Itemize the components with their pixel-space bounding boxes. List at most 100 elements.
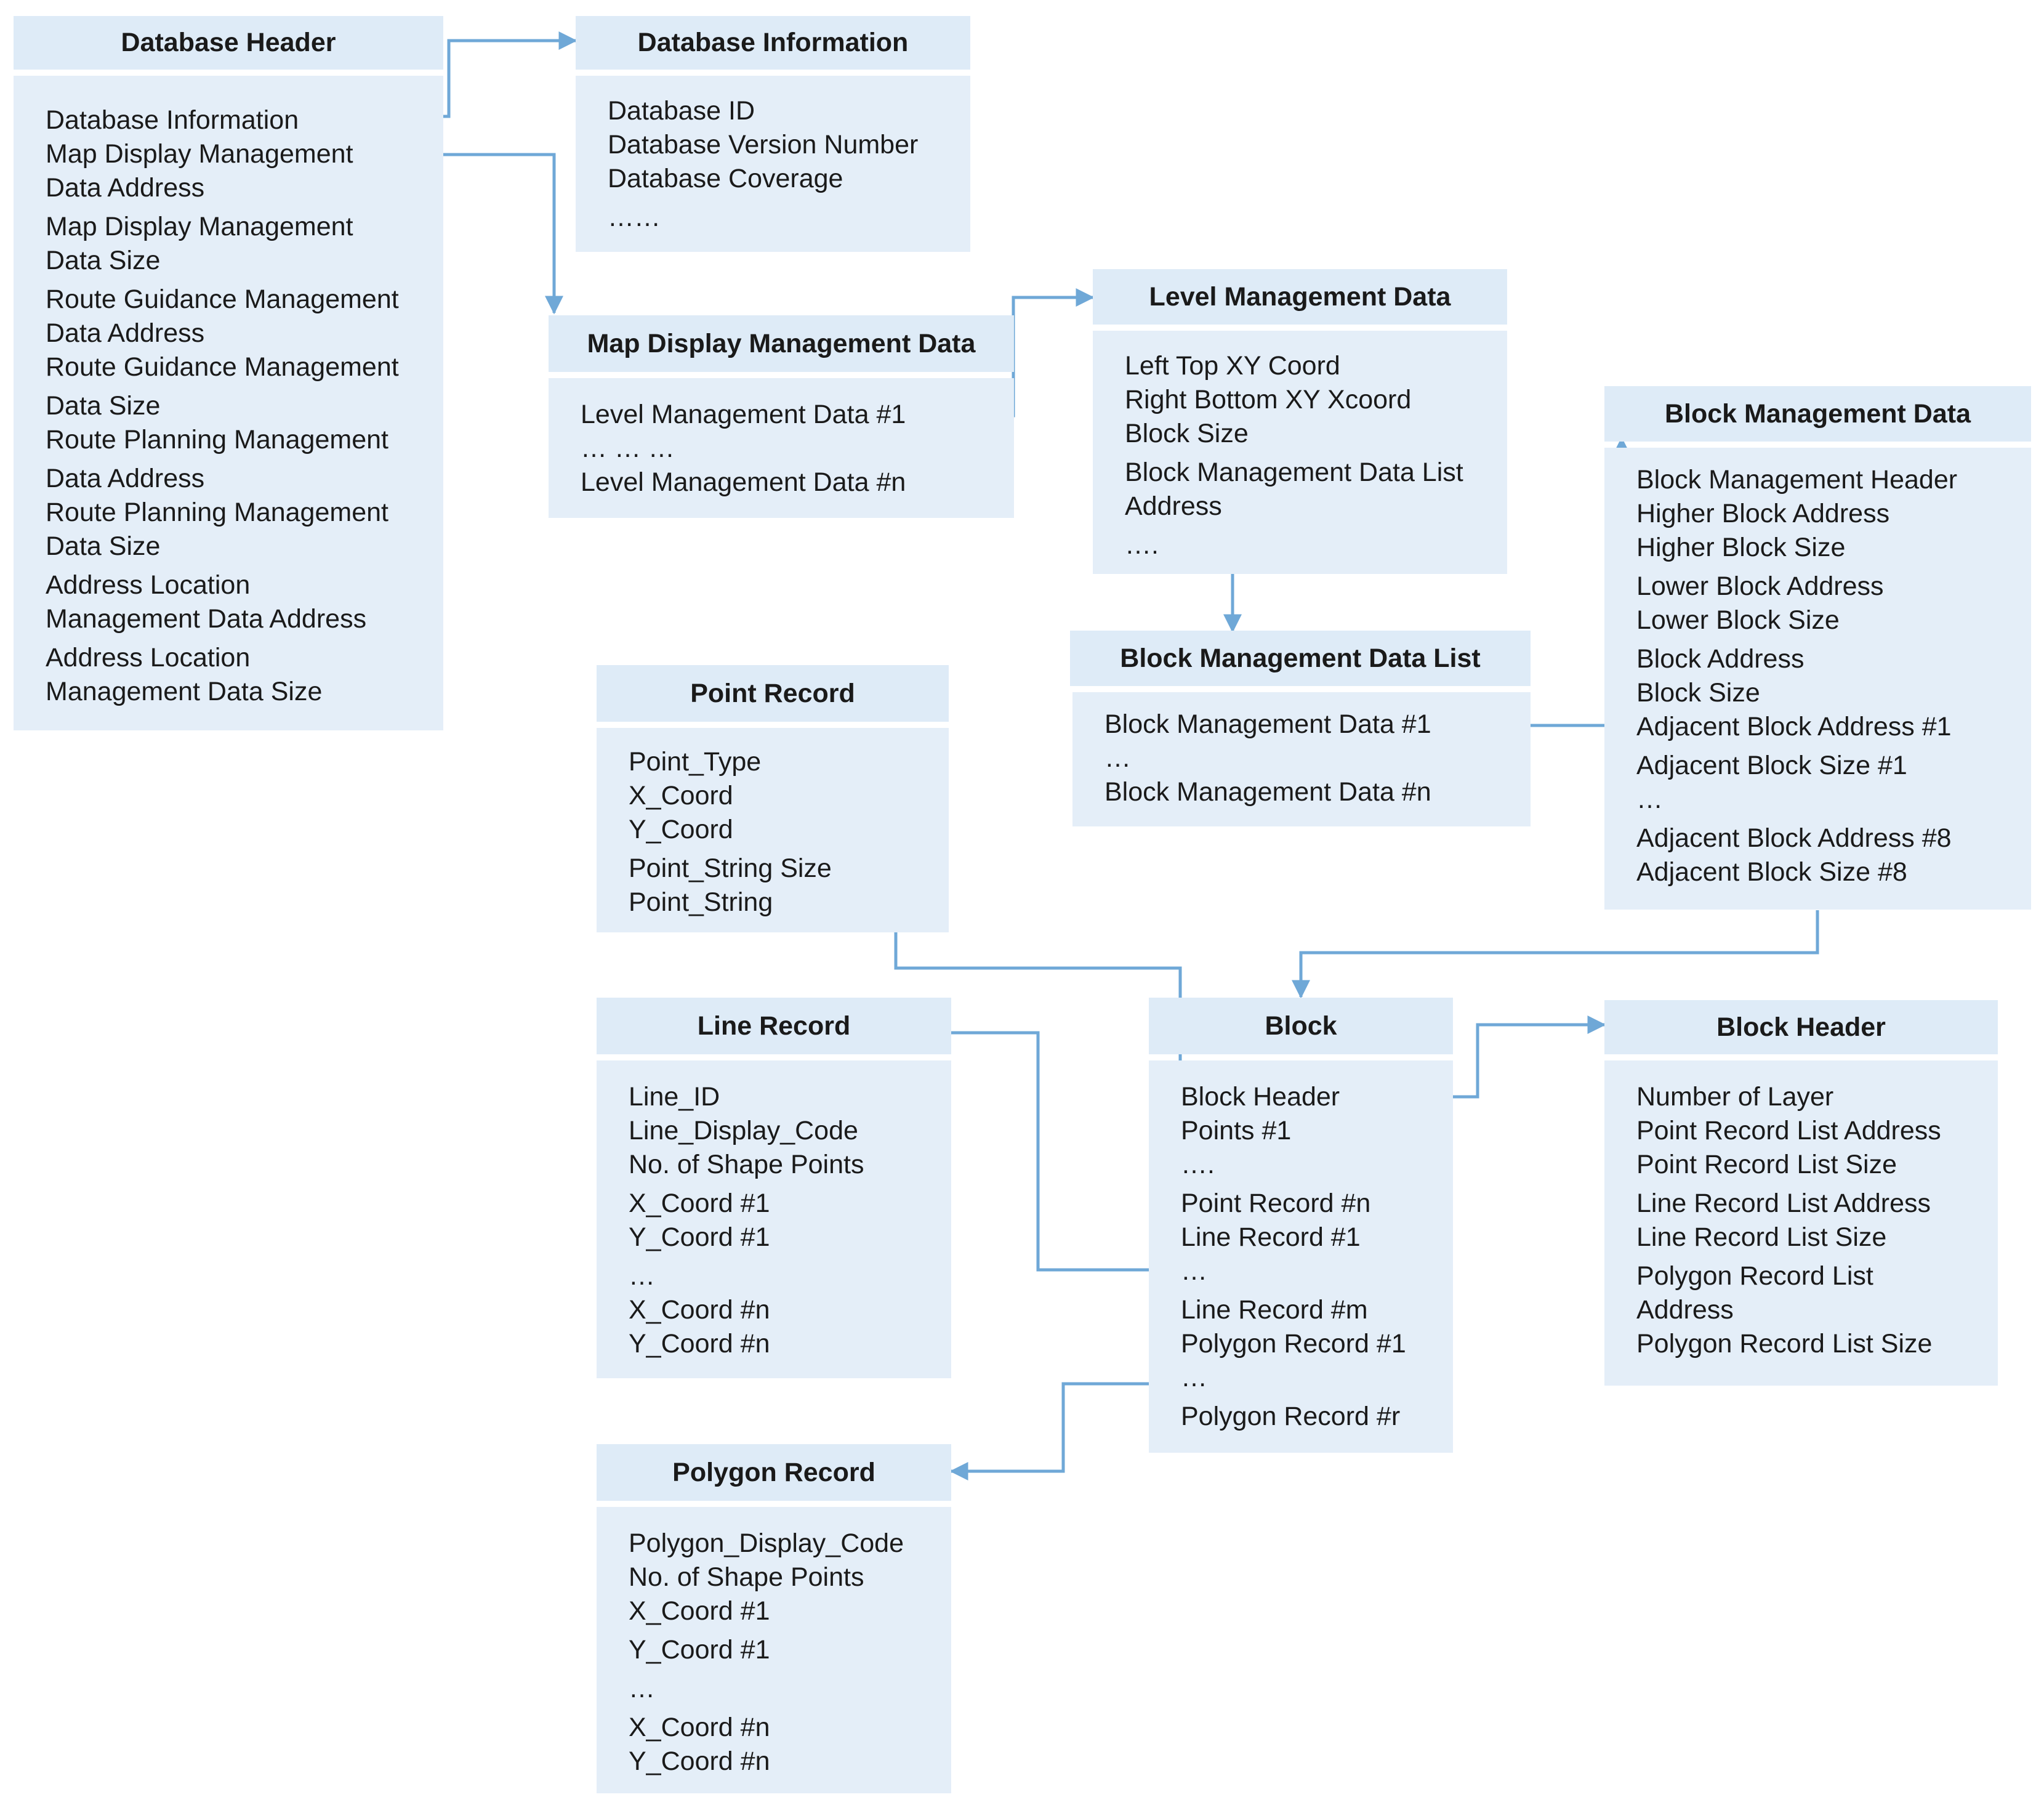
field-label: Block Management Data List <box>1125 458 1463 487</box>
field-label: …. <box>1181 1150 1215 1179</box>
field-label: …… <box>608 203 661 232</box>
field-label: Route Guidance Management <box>46 285 399 314</box>
field-label: Polygon Record #1 <box>1181 1329 1406 1359</box>
field-label: X_Coord #n <box>629 1713 770 1742</box>
field-label: Left Top XY Coord <box>1125 351 1340 381</box>
field-label: Y_Coord #n <box>629 1329 770 1359</box>
field-label: Management Data Size <box>46 677 323 706</box>
connector-blockmgmt-to-block <box>1292 910 1819 999</box>
field-label: Database ID <box>608 96 755 126</box>
field-label: X_Coord #n <box>629 1295 770 1325</box>
field-label: Route Guidance Management <box>46 352 399 382</box>
block-header-title: Block Header <box>1604 1000 1998 1054</box>
field-label: Data Address <box>46 173 205 203</box>
field-label: Y_Coord #n <box>629 1746 770 1776</box>
point-record-title: Point Record <box>597 665 949 722</box>
field-label: Block Size <box>1125 419 1249 448</box>
field-label: No. of Shape Points <box>629 1150 864 1179</box>
map-display-management-data-title: Map Display Management Data <box>549 315 1014 372</box>
field-label: …. <box>1125 530 1159 560</box>
polygon-record-body: Polygon_Display_Code No. of Shape Points… <box>597 1507 951 1793</box>
field-label: Line Record List Address <box>1636 1189 1931 1218</box>
field-label: … … … <box>581 434 675 463</box>
field-label: Adjacent Block Address #1 <box>1636 712 1952 741</box>
field-label: X_Coord #1 <box>629 1596 770 1626</box>
field-label: Point_String <box>629 887 773 917</box>
field-label: Point_String Size <box>629 854 832 883</box>
field-label: Data Size <box>46 246 161 275</box>
block-management-data-title: Block Management Data <box>1604 386 2031 442</box>
field-label: Level Management Data #n <box>581 467 906 497</box>
block-management-data-body: Block Management Header Higher Block Add… <box>1604 448 2031 910</box>
block-management-data-list-body: Block Management Data #1 … Block Managem… <box>1072 692 1531 826</box>
field-label: Adjacent Block Address #8 <box>1636 823 1952 853</box>
field-label: Block Management Data #1 <box>1104 709 1431 739</box>
field-label: Level Management Data #1 <box>581 400 906 429</box>
field-label: Database Coverage <box>608 164 843 193</box>
field-label: Map Display Management <box>46 139 353 169</box>
field-label: Point Record #n <box>1181 1189 1371 1218</box>
field-label: Address Location <box>46 570 251 600</box>
line-record-body: Line_ID Line_Display_Code No. of Shape P… <box>597 1060 951 1378</box>
field-label: Polygon Record List Size <box>1636 1329 1933 1359</box>
field-label: Block Management Data #n <box>1104 777 1431 807</box>
connector-block-to-polygonrecord <box>949 1382 1159 1480</box>
field-label: Block Address <box>1636 644 1805 674</box>
field-label: Map Display Management <box>46 212 353 241</box>
field-label: Polygon_Display_Code <box>629 1528 904 1558</box>
field-label: Number of Layer <box>1636 1082 1834 1112</box>
field-label: Point Record List Size <box>1636 1150 1897 1179</box>
field-label: Database Version Number <box>608 130 919 160</box>
field-label: Block Management Header <box>1636 465 1958 495</box>
field-label: … <box>1181 1256 1207 1286</box>
field-label: Line Record #m <box>1181 1295 1368 1325</box>
polygon-record-title: Polygon Record <box>597 1444 951 1501</box>
field-label: Line Record List Size <box>1636 1222 1887 1252</box>
field-label: Point_Type <box>629 747 762 777</box>
field-label: No. of Shape Points <box>629 1562 864 1592</box>
field-label: Points #1 <box>1181 1116 1292 1145</box>
field-label: Point Record List Address <box>1636 1116 1941 1145</box>
field-label: … <box>1181 1363 1207 1392</box>
field-label: Database Information <box>46 105 299 135</box>
field-label: Line_Display_Code <box>629 1116 858 1145</box>
field-label: Route Planning Management <box>46 425 388 454</box>
database-header-body: Database Information Map Display Managem… <box>14 76 443 730</box>
field-label: … <box>1104 743 1131 773</box>
field-label: Block Header <box>1181 1082 1340 1112</box>
field-label: Polygon Record #r <box>1181 1402 1401 1431</box>
field-label: Y_Coord #1 <box>629 1635 770 1665</box>
field-label: Lower Block Address <box>1636 571 1884 601</box>
field-label: Address Location <box>46 643 251 672</box>
field-label: Management Data Address <box>46 604 367 634</box>
level-management-data-body: Left Top XY Coord Right Bottom XY Xcoord… <box>1093 331 1507 574</box>
field-label: Adjacent Block Size #8 <box>1636 857 1907 887</box>
field-label: Data Address <box>46 318 205 348</box>
field-label: Data Size <box>46 531 161 561</box>
point-record-body: Point_Type X_Coord Y_Coord Point_String … <box>597 728 949 932</box>
field-label: Address <box>1636 1295 1734 1325</box>
field-label: Line_ID <box>629 1082 720 1112</box>
field-label: … <box>1636 785 1663 814</box>
field-label: … <box>629 1674 655 1703</box>
field-label: Data Size <box>46 391 161 421</box>
field-label: Line Record #1 <box>1181 1222 1361 1252</box>
database-information-title: Database Information <box>576 16 970 70</box>
field-label: Y_Coord #1 <box>629 1222 770 1252</box>
line-record-title: Line Record <box>597 998 951 1054</box>
block-management-data-list-title: Block Management Data List <box>1070 631 1531 686</box>
map-display-management-data-body: Level Management Data #1 … … … Level Man… <box>549 378 1014 518</box>
field-label: Block Size <box>1636 678 1760 708</box>
field-label: Higher Block Size <box>1636 533 1846 562</box>
field-label: … <box>629 1261 655 1291</box>
field-label: Lower Block Size <box>1636 605 1840 635</box>
field-label: Adjacent Block Size #1 <box>1636 751 1907 780</box>
field-label: Data Address <box>46 464 205 493</box>
field-label: X_Coord #1 <box>629 1189 770 1218</box>
field-label: Right Bottom XY Xcoord <box>1125 385 1412 414</box>
database-information-body: Database ID Database Version Number Data… <box>576 76 970 252</box>
level-management-data-title: Level Management Data <box>1093 269 1507 325</box>
database-header-title: Database Header <box>14 16 443 70</box>
block-body: Block Header Points #1 …. Point Record #… <box>1149 1060 1453 1453</box>
